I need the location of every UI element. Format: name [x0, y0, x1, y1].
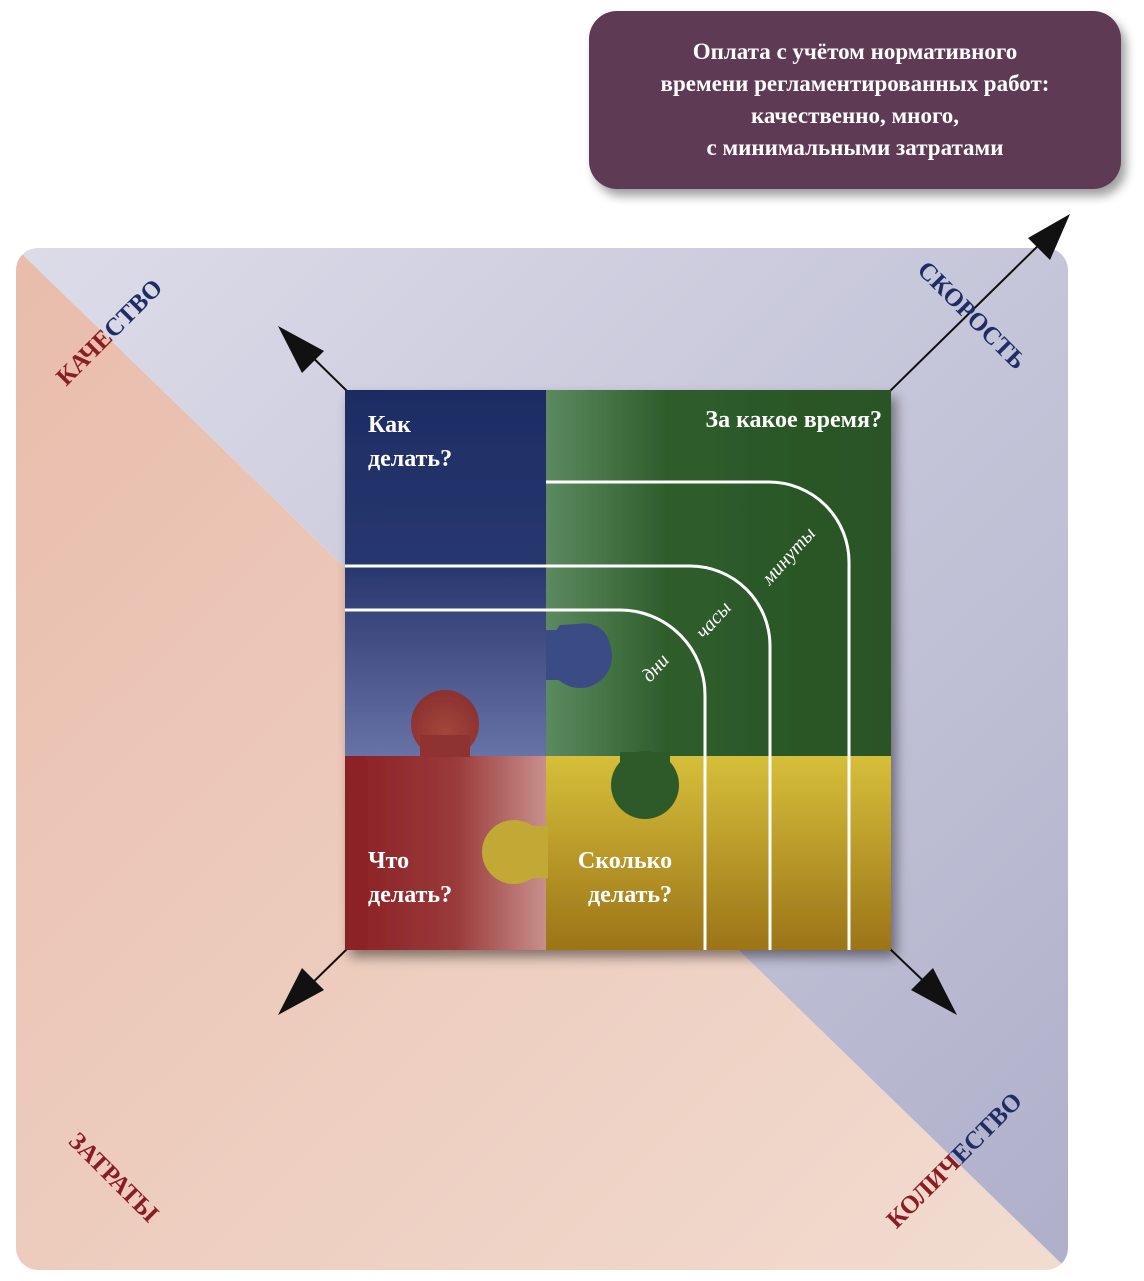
payment-callout: Оплата с учётом нормативного времени рег… [589, 11, 1121, 189]
how-much-line2: делать? [588, 882, 672, 908]
what-line2: делать? [368, 882, 452, 908]
arrowhead-bottom-right [911, 968, 957, 1015]
how-much-line1: Сколько [578, 848, 672, 874]
axis-arrows [278, 214, 1070, 1015]
quadrant-how-much [546, 756, 891, 950]
arrowhead-bottom-left [278, 968, 324, 1015]
arrowhead-top-left [278, 326, 324, 373]
arrowhead-top-right [1028, 214, 1070, 260]
track-days [345, 608, 707, 950]
puzzle-square [345, 390, 891, 950]
what-line1: Что [368, 848, 409, 874]
quadrant-how [345, 390, 546, 558]
track-minutes [546, 480, 851, 950]
arrow-top-right [888, 235, 1049, 393]
how-line2: делать? [368, 446, 452, 472]
callout-line-2: времени регламентированных работ: [660, 71, 1050, 96]
track-hours [345, 564, 772, 950]
time-tracks [345, 480, 851, 950]
callout-line-1: Оплата с учётом нормативного [692, 39, 1018, 64]
callout-line-4: с минимальными затратами [706, 135, 1004, 160]
callout-line-3: качественно, много, [750, 103, 960, 128]
quadrant-when [546, 390, 891, 756]
when-label: За какое время? [705, 407, 882, 433]
how-line1: Как [368, 412, 411, 438]
